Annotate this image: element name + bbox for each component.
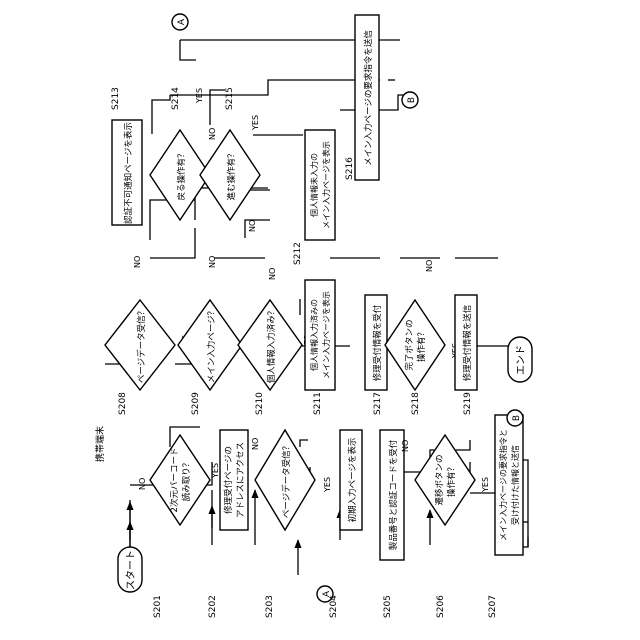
s214-text: 戻る操作有？ xyxy=(176,149,187,200)
s216-text: メイン入力ページの要求指令を送信 xyxy=(363,30,374,166)
s213-text: 認証不可通知ページを表示 xyxy=(123,122,134,224)
connector-a-upper: A xyxy=(172,14,188,30)
process-s207: メイン入力ページの要求指令と 受け付けた情報と送信 S207 xyxy=(488,415,523,618)
end-label: エンド xyxy=(516,345,527,375)
process-s204: 初期入力ページを表示 S204 xyxy=(329,430,362,618)
s209-text: メイン入力ページ？ xyxy=(206,307,217,383)
s217-text: 修理受付情報を受付 xyxy=(372,304,383,381)
s202-step: S202 xyxy=(208,595,218,618)
s210-text: 個人情報入力済み？ xyxy=(266,307,277,384)
s215-step: S215 xyxy=(225,87,235,110)
s213-step: S213 xyxy=(111,87,121,110)
s212-step: S212 xyxy=(293,242,303,265)
decision-s201: 2次元バーコード 読み取り？ S201 YES NO xyxy=(138,435,220,618)
s208-step: S208 xyxy=(118,392,128,415)
start-terminator: スタート xyxy=(118,547,142,592)
s201-step: S201 xyxy=(153,595,163,618)
s205-text: 製品番号と認証コードを受付 xyxy=(388,439,399,550)
decision-s218: 完了ボタンの 操作有？ S218 YES NO xyxy=(385,260,460,415)
s215-yes: YES xyxy=(251,115,260,131)
s203-no: NO xyxy=(251,438,260,450)
s218-no: NO xyxy=(425,260,434,272)
s203-step: S203 xyxy=(265,595,275,618)
process-s205: 製品番号と認証コードを受付 S205 xyxy=(380,430,404,618)
s201-no: NO xyxy=(138,478,147,490)
s206-yes: YES xyxy=(481,477,490,493)
decision-s206: 遷移ボタンの 操作有？ S206 YES NO xyxy=(401,435,490,618)
s207-text-1: メイン入力ページの要求指令と xyxy=(498,429,508,541)
s207-step: S207 xyxy=(488,595,498,618)
s219-text: 修理受付情報を送信 xyxy=(462,304,473,381)
connector-a-upper-label: A xyxy=(177,18,187,25)
s204-text: 初期入力ページを表示 xyxy=(347,438,358,523)
connector-b-upper-label: B xyxy=(407,97,417,103)
end-terminator: エンド xyxy=(508,337,532,382)
s206-no: NO xyxy=(401,440,410,452)
s204-step: S204 xyxy=(329,595,339,618)
s214-yes: YES xyxy=(195,88,204,104)
decision-s208: ページデータ受信？ S208 YES NO xyxy=(105,256,190,415)
s212-text-1: 個人情報未入力の xyxy=(309,153,319,217)
s214-no: NO xyxy=(208,128,217,140)
start-label: スタート xyxy=(125,550,137,590)
s217-step: S217 xyxy=(373,392,383,415)
process-s212: 個人情報未入力の メイン入力ページを表示 S212 xyxy=(293,130,335,265)
s214-step: S214 xyxy=(171,87,181,110)
device-label: 携帯端末 xyxy=(94,426,106,462)
s216-step: S216 xyxy=(345,157,355,180)
s205-step: S205 xyxy=(383,595,393,618)
decision-s210: 個人情報入力済み？ S210 YES NO xyxy=(238,268,312,415)
connector-b-lower-label: B xyxy=(512,415,522,421)
s215-text: 進む操作有？ xyxy=(226,149,237,200)
s206-text-2: 操作有？ xyxy=(446,463,457,497)
s201-text-1: 2次元バーコード xyxy=(169,448,180,513)
process-s202: 修理受付ページの アドレスにアクセス S202 xyxy=(208,430,248,618)
s201-text-2: 読み取り？ xyxy=(181,459,192,502)
s210-no: NO xyxy=(268,268,277,280)
s219-step: S219 xyxy=(463,392,473,415)
s211-text-1: 個人情報入力済みの xyxy=(309,299,319,371)
s218-step: S218 xyxy=(411,392,421,415)
process-s217: 修理受付情報を受付 S217 xyxy=(365,295,387,415)
process-s213: 認証不可通知ページを表示 S213 xyxy=(111,87,142,225)
s208-text: ページデータ受信？ xyxy=(136,307,147,383)
s203-yes: YES xyxy=(323,477,332,493)
decision-s209: メイン入力ページ？ S209 YES NO xyxy=(178,256,252,415)
s218-text-2: 操作有？ xyxy=(416,328,427,362)
s202-text-1: 修理受付ページの xyxy=(223,446,234,514)
process-s219: 修理受付情報を送信 S219 xyxy=(455,295,477,415)
s206-text-1: 遷移ボタンの xyxy=(434,454,445,505)
connector-b-lower: B xyxy=(507,410,523,426)
s210-step: S210 xyxy=(255,392,265,415)
s207-text-2: 受け付けた情報と送信 xyxy=(510,445,520,525)
s208-no: NO xyxy=(133,256,142,268)
process-s211: 個人情報入力済みの メイン入力ページを表示 S211 xyxy=(305,280,335,415)
decision-s215: 進む操作有？ S215 YES NO xyxy=(200,87,260,232)
s209-step: S209 xyxy=(191,392,201,415)
s203-text: ページデータ受信？ xyxy=(281,442,292,518)
s218-text-1: 完了ボタンの xyxy=(404,319,415,370)
s202-text-2: アドレスにアクセス xyxy=(236,442,246,518)
s201-yes: YES xyxy=(211,463,220,479)
s212-text-2: メイン入力ページを表示 xyxy=(321,141,331,229)
s206-step: S206 xyxy=(436,595,446,618)
s215-no: NO xyxy=(248,220,257,232)
s211-step: S211 xyxy=(313,392,323,415)
connector-b-upper: B xyxy=(402,92,418,108)
s209-no: NO xyxy=(208,256,217,268)
s211-text-2: メイン入力ページを表示 xyxy=(321,291,331,379)
